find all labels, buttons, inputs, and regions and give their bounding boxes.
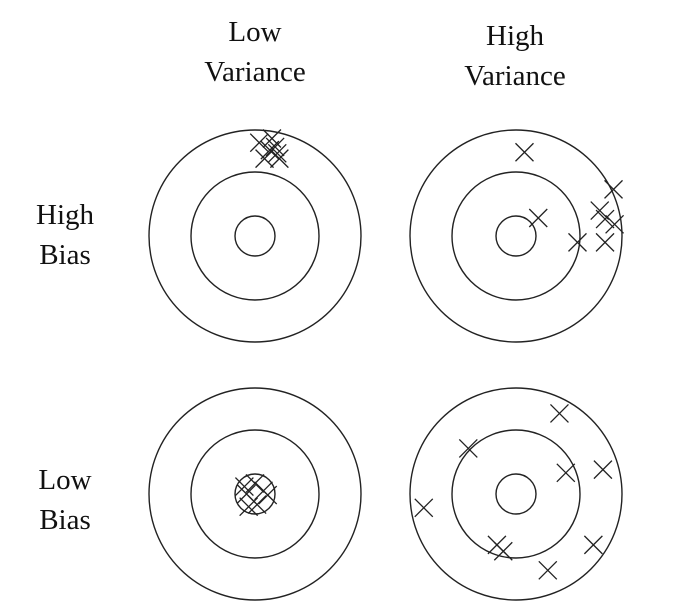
hit-mark-cross-icon <box>583 535 603 555</box>
bullseye-ring <box>234 473 276 515</box>
bullseye-ring <box>495 215 537 257</box>
row-header-line: Low <box>38 464 92 496</box>
column-header-high-variance: High Variance <box>435 16 595 96</box>
hit-mark-cross-icon <box>255 149 274 169</box>
hit-mark-cross-icon <box>556 463 576 483</box>
hit-mark-cross-icon <box>262 129 282 148</box>
hit-mark-cross-icon <box>528 208 548 228</box>
hit-mark-cross-icon <box>254 481 273 501</box>
outer-ring <box>148 387 362 601</box>
outer-ring <box>148 129 362 343</box>
row-header-line: Bias <box>39 239 91 271</box>
hit-mark-cross-icon <box>265 137 285 157</box>
column-header-line: Variance <box>464 60 566 92</box>
hit-mark-cross-icon <box>239 497 259 517</box>
row-header-line: Bias <box>39 504 91 536</box>
hit-mark-cross-icon <box>595 209 615 229</box>
bullseye-ring <box>495 473 537 515</box>
target-1 <box>409 129 625 343</box>
outer-ring <box>409 129 623 343</box>
hit-mark-cross-icon <box>269 149 289 169</box>
hit-mark-cross-icon <box>458 438 478 458</box>
row-header-high-bias: High Bias <box>0 195 130 275</box>
target-2 <box>148 387 362 601</box>
row-header-low-bias: Low Bias <box>0 460 130 540</box>
hit-mark-cross-icon <box>487 535 507 555</box>
outer-ring <box>409 387 623 601</box>
hit-mark-cross-icon <box>237 484 256 504</box>
hit-mark-cross-icon <box>245 473 265 493</box>
hit-mark-cross-icon <box>267 143 287 163</box>
hit-mark-cross-icon <box>260 140 280 160</box>
column-header-line: Low <box>228 16 282 48</box>
hit-mark-cross-icon <box>593 460 613 480</box>
column-header-line: Variance <box>204 56 306 88</box>
hit-mark-cross-icon <box>595 232 615 252</box>
hit-mark-cross-icon <box>234 477 254 497</box>
column-header-low-variance: Low Variance <box>175 12 335 92</box>
hit-mark-cross-icon <box>414 498 434 518</box>
middle-ring <box>190 429 320 559</box>
target-3 <box>409 387 623 601</box>
middle-ring <box>451 429 581 559</box>
column-header-line: High <box>486 20 544 52</box>
hit-mark-cross-icon <box>538 560 558 580</box>
hit-mark-cross-icon <box>515 142 534 162</box>
hit-mark-cross-icon <box>568 232 587 252</box>
hit-mark-cross-icon <box>590 201 610 221</box>
middle-ring <box>190 171 320 301</box>
bullseye-ring <box>234 215 276 257</box>
hit-mark-cross-icon <box>604 179 623 199</box>
row-header-line: High <box>36 199 94 231</box>
hit-mark-cross-icon <box>249 133 269 153</box>
hit-mark-cross-icon <box>550 403 569 423</box>
hit-mark-cross-icon <box>605 214 625 234</box>
target-0 <box>148 129 362 343</box>
middle-ring <box>451 171 581 301</box>
